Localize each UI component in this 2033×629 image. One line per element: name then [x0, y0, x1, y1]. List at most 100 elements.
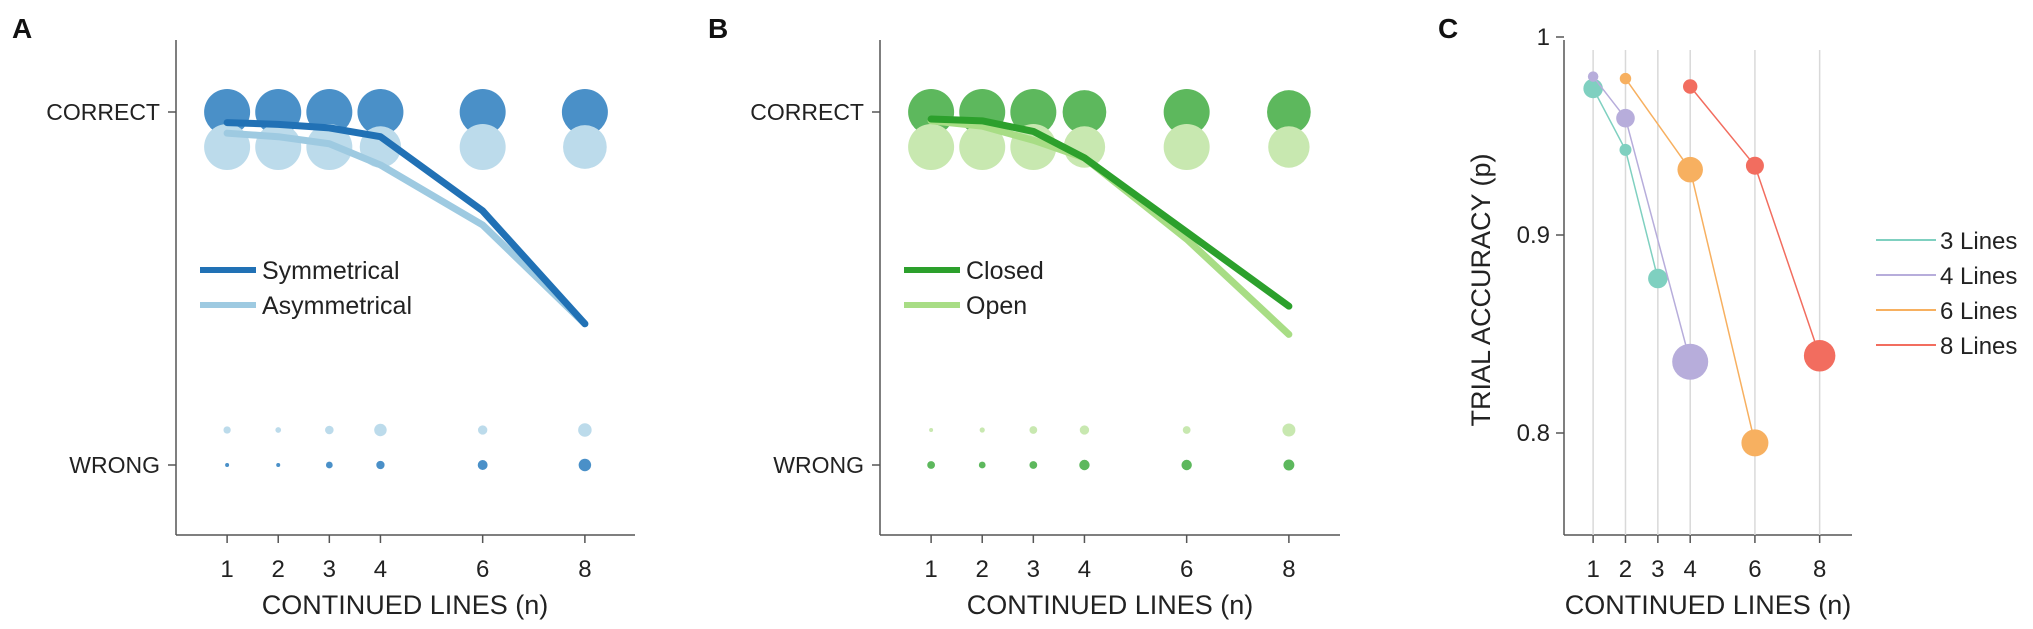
panel-b-xlabel: CONTINUED LINES (n): [967, 590, 1254, 620]
panel-a-lines: [223, 119, 589, 328]
xtick-label: 1: [1586, 556, 1599, 583]
point-8-lines: [1803, 340, 1836, 372]
ytick-label: 1: [1537, 24, 1550, 51]
panel-c-legend: 3 Lines 4 Lines 6 Lines 8 Lines: [1876, 228, 2017, 360]
point-3-lines: [1648, 268, 1668, 289]
bubble-wrong-closed: [1079, 459, 1090, 471]
panel-a-legend: Symmetrical Asymmetrical: [200, 257, 412, 320]
bubble-wrong-symmetrical: [276, 463, 281, 467]
xtick-label: 4: [1078, 556, 1091, 583]
bubble-correct-symmetrical: [357, 89, 404, 135]
bubble-correct-open: [959, 124, 1006, 170]
panel-letter-c: C: [1438, 13, 1458, 44]
bubble-correct-open: [1163, 124, 1210, 170]
bubble-wrong-closed: [1283, 459, 1295, 471]
panel-c-ylabel: TRIAL ACCURACY (p): [1466, 153, 1496, 426]
bubble-wrong-asymmetrical: [578, 423, 592, 437]
xtick-label: 1: [924, 556, 937, 583]
point-6-lines: [1741, 429, 1769, 457]
bubble-correct-asymmetrical: [255, 124, 302, 170]
point-8-lines: [1745, 156, 1764, 175]
bubble-wrong-closed: [1181, 459, 1192, 471]
panel-b-ylabel-correct: CORRECT: [750, 99, 864, 125]
bubble-correct-closed: [1267, 90, 1311, 134]
xtick-label: 6: [1180, 556, 1193, 583]
xtick-label: 6: [476, 556, 489, 583]
series-line-asymmetrical: [223, 129, 589, 328]
legend-label-open: Open: [966, 292, 1027, 320]
bubble-wrong-open: [929, 428, 934, 432]
panel-c-grid: [1592, 50, 1821, 535]
bubble-wrong-symmetrical: [578, 458, 592, 472]
point-8-lines: [1683, 79, 1698, 94]
xtick-label: 8: [1813, 556, 1826, 583]
bubble-wrong-asymmetrical: [275, 427, 282, 433]
legend-label-4-lines: 4 Lines: [1940, 263, 2017, 290]
point-6-lines: [1619, 72, 1632, 85]
point-6-lines: [1677, 156, 1703, 183]
panel-letter-a: A: [12, 13, 32, 44]
bubble-wrong-open: [1029, 426, 1038, 434]
bubble-correct-symmetrical: [306, 89, 353, 135]
xtick-label: 3: [1651, 556, 1664, 583]
legend-label-6-lines: 6 Lines: [1940, 298, 2017, 325]
point-4-lines: [1672, 343, 1709, 380]
bubble-correct-open: [1268, 126, 1310, 168]
bubble-correct-closed: [1163, 89, 1210, 135]
xtick-label: 4: [374, 556, 387, 583]
ytick-label: 0.8: [1517, 420, 1550, 447]
panel-a-bubbles: [204, 89, 608, 472]
bubble-wrong-open: [1079, 425, 1090, 435]
bubble-wrong-symmetrical: [477, 460, 488, 470]
xtick-label: 4: [1684, 556, 1697, 583]
bubble-correct-asymmetrical: [459, 124, 506, 170]
legend-label-8-lines: 8 Lines: [1940, 333, 2017, 360]
panel-c-xlabel: CONTINUED LINES (n): [1565, 590, 1852, 620]
xtick-label: 2: [272, 556, 285, 583]
xtick-label: 3: [323, 556, 336, 583]
bubble-wrong-asymmetrical: [477, 425, 488, 435]
series-line-symmetrical: [223, 119, 589, 328]
bubble-correct-asymmetrical: [563, 125, 607, 169]
xtick-label: 6: [1748, 556, 1761, 583]
legend-label-3-lines: 3 Lines: [1940, 228, 2017, 255]
panel-b-ylabel-wrong: WRONG: [773, 452, 864, 478]
point-4-lines: [1616, 108, 1635, 128]
bubble-wrong-asymmetrical: [325, 425, 334, 435]
panel-b-lines: [927, 115, 1293, 338]
bubble-wrong-open: [1182, 426, 1191, 434]
bubble-correct-symmetrical: [459, 89, 506, 135]
series-line-closed: [927, 115, 1293, 310]
panel-a-xlabel: CONTINUED LINES (n): [262, 590, 549, 620]
bubble-wrong-closed: [978, 461, 986, 469]
point-4-lines: [1587, 71, 1599, 82]
legend-label-asymmetrical: Asymmetrical: [262, 292, 412, 320]
bubble-correct-open: [908, 124, 955, 170]
bubble-wrong-symmetrical: [225, 463, 230, 467]
panel-letter-b: B: [708, 13, 728, 44]
bubble-wrong-symmetrical: [376, 460, 385, 470]
bubble-wrong-asymmetrical: [223, 426, 231, 434]
bubble-correct-closed: [1062, 90, 1107, 134]
xtick-label: 2: [1619, 556, 1632, 583]
bubble-wrong-closed: [1029, 461, 1038, 469]
series-line-4-lines: [1592, 76, 1691, 362]
panel-a-ylabel-wrong: WRONG: [69, 452, 160, 478]
panel-c-series: [1583, 71, 1836, 457]
bubble-correct-symmetrical: [561, 89, 608, 135]
panel-c-yticks: 0.8 0.9 1: [1517, 24, 1564, 447]
bubble-correct-closed: [1010, 89, 1057, 135]
bubble-wrong-asymmetrical: [374, 423, 387, 437]
point-3-lines: [1619, 143, 1632, 156]
ytick-label: 0.9: [1517, 222, 1550, 249]
bubble-wrong-symmetrical: [325, 461, 333, 469]
xtick-label: 2: [976, 556, 989, 583]
panel-b-legend: Closed Open: [904, 257, 1044, 320]
xtick-label: 8: [578, 556, 591, 583]
